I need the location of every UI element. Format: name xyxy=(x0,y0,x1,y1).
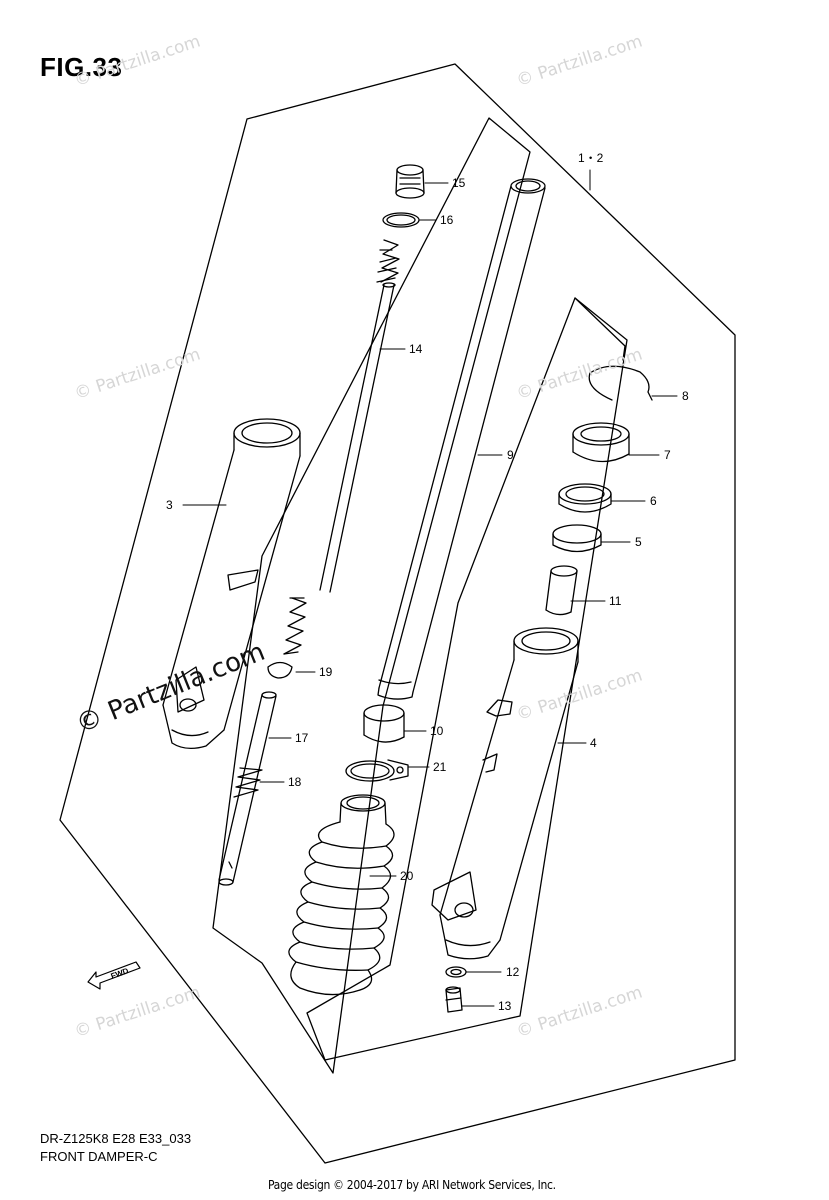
part-outer-tube-right xyxy=(431,627,579,960)
part-damper-rod xyxy=(319,239,400,593)
callout-6: 6 xyxy=(650,494,657,508)
callout-13: 13 xyxy=(498,999,512,1013)
copyright-footer: Page design © 2004-2017 by ARI Network S… xyxy=(268,1178,556,1192)
part-fork-boot xyxy=(288,794,395,996)
leader-lines xyxy=(182,169,678,1007)
callout-14: 14 xyxy=(409,342,423,356)
part-oil-lock-piece xyxy=(545,565,578,616)
callout-18: 18 xyxy=(288,775,302,789)
callout-1-2: 1・2 xyxy=(578,151,604,165)
callout-8: 8 xyxy=(682,389,689,403)
part-outer-tube-left xyxy=(162,418,301,750)
fwd-label: FWD xyxy=(110,966,130,981)
fwd-arrow-icon xyxy=(87,961,141,990)
figure-title: FIG.33 xyxy=(40,52,123,82)
callout-9: 9 xyxy=(507,448,514,462)
assembly-frame xyxy=(59,63,736,1164)
part-washer xyxy=(445,966,467,978)
part-cap-bolt xyxy=(395,164,425,199)
part-damper-bolt xyxy=(445,986,463,1013)
callout-15: 15 xyxy=(452,176,466,190)
callout-3: 3 xyxy=(166,498,173,512)
model-code: DR-Z125K8 E28 E33_033 xyxy=(40,1131,192,1146)
callout-10: 10 xyxy=(430,724,444,738)
callout-17: 17 xyxy=(295,731,309,745)
part-cylinder-spring xyxy=(233,767,263,798)
callout-4: 4 xyxy=(590,736,597,750)
part-stopper-ring xyxy=(588,365,653,401)
inner-frame-right xyxy=(306,297,628,1061)
callout-21: 21 xyxy=(433,760,447,774)
part-rebound-spring xyxy=(283,597,307,655)
part-circlip xyxy=(267,661,293,679)
callout-12: 12 xyxy=(506,965,520,979)
callout-20: 20 xyxy=(400,869,414,883)
callout-7: 7 xyxy=(664,448,671,462)
part-boot-clamp xyxy=(345,759,409,782)
part-inner-tube xyxy=(377,178,546,700)
callout-11: 11 xyxy=(609,594,622,608)
part-slide-bush xyxy=(552,524,602,553)
part-spacer-ring xyxy=(558,483,612,513)
inner-frame-left xyxy=(212,117,531,1074)
callout-5: 5 xyxy=(635,535,642,549)
callout-16: 16 xyxy=(440,213,454,227)
diagram-name: FRONT DAMPER-C xyxy=(40,1149,158,1164)
part-guide-bush xyxy=(363,704,405,743)
callout-19: 19 xyxy=(319,665,333,679)
part-oil-seal xyxy=(572,422,630,463)
